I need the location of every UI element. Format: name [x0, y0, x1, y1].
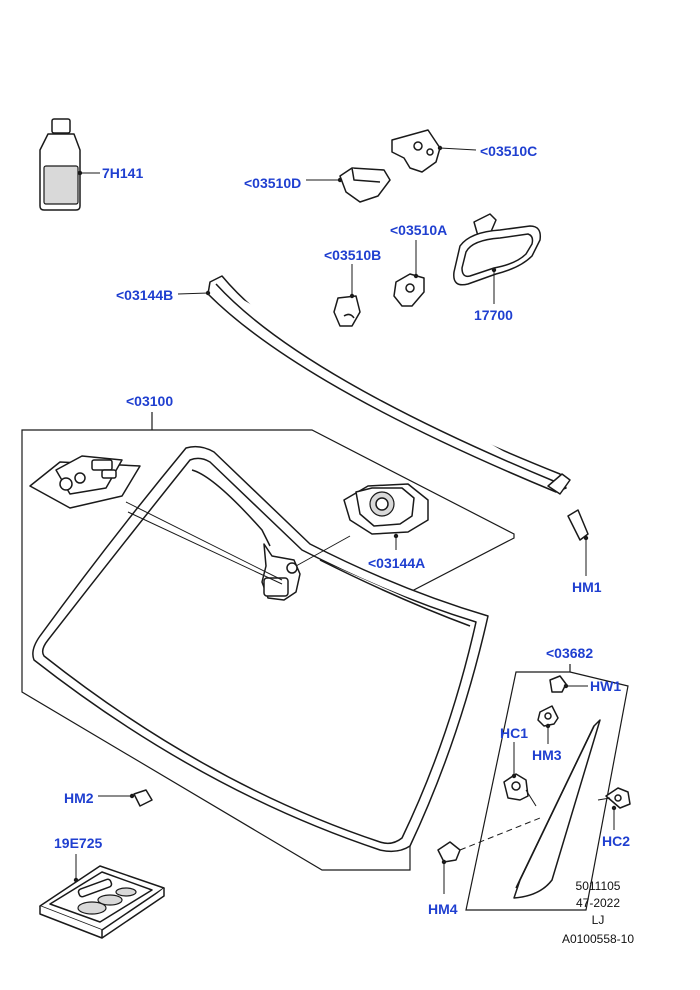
- fluid-bottle-7H141[interactable]: [39, 118, 100, 211]
- callout-hc2[interactable]: HC2: [602, 833, 630, 849]
- windscreen-moulding-03144b[interactable]: [177, 275, 571, 495]
- callout-19e725[interactable]: 19E725: [54, 835, 102, 851]
- mirror-clip-03510b[interactable]: [333, 264, 361, 327]
- callout-03510b[interactable]: <03510B: [324, 247, 381, 263]
- callout-03510d[interactable]: <03510D: [244, 175, 301, 191]
- pin-hm2[interactable]: [98, 789, 153, 807]
- footer-line-4: A0100558-10: [562, 932, 634, 946]
- callout-hc1[interactable]: HC1: [500, 725, 528, 741]
- mirror-bracket-03510c[interactable]: [391, 129, 477, 173]
- callout-hm2[interactable]: HM2: [64, 790, 94, 806]
- footer-line-2: 47-2022: [576, 896, 620, 910]
- callout-7h141[interactable]: 7H141: [102, 165, 143, 181]
- callout-03144b[interactable]: <03144B: [116, 287, 173, 303]
- mirror-cover-03510d[interactable]: [306, 167, 391, 203]
- sealant-kit[interactable]: [29, 455, 141, 509]
- callout-hm1[interactable]: HM1: [572, 579, 602, 595]
- callout-hm3[interactable]: HM3: [532, 747, 562, 763]
- repair-kit-19e725[interactable]: [39, 854, 165, 939]
- clip-hm3[interactable]: [537, 705, 559, 744]
- a-pillar-trim[interactable]: [513, 719, 601, 899]
- callout-hw1[interactable]: HW1: [590, 678, 621, 694]
- callout-17700[interactable]: 17700: [474, 307, 513, 323]
- grommet-hw1[interactable]: [549, 675, 588, 693]
- callout-03510c[interactable]: <03510C: [480, 143, 537, 159]
- sensor-bracket-03144a[interactable]: [286, 483, 429, 574]
- footer-line-1: 5011105: [576, 879, 621, 893]
- clip-hc1[interactable]: [503, 742, 537, 807]
- rear-view-mirror-17700[interactable]: [453, 213, 542, 304]
- footer-line-3: LJ: [592, 913, 605, 927]
- callout-03682[interactable]: <03682: [546, 645, 593, 661]
- callout-03100[interactable]: <03100: [126, 393, 173, 409]
- callout-hm4[interactable]: HM4: [428, 901, 458, 917]
- clip-hm4[interactable]: [437, 817, 541, 894]
- adhesive-tape-hm1[interactable]: [567, 509, 589, 576]
- callout-03510a[interactable]: <03510A: [390, 222, 447, 238]
- windscreen-glass[interactable]: [32, 445, 489, 853]
- callout-03144a[interactable]: <03144A: [368, 555, 425, 571]
- mirror-bracket-03510a[interactable]: [393, 240, 425, 307]
- clip-hc2[interactable]: [597, 787, 631, 830]
- windscreen-group-frame: [21, 412, 515, 871]
- pillar-group-frame: [465, 664, 629, 911]
